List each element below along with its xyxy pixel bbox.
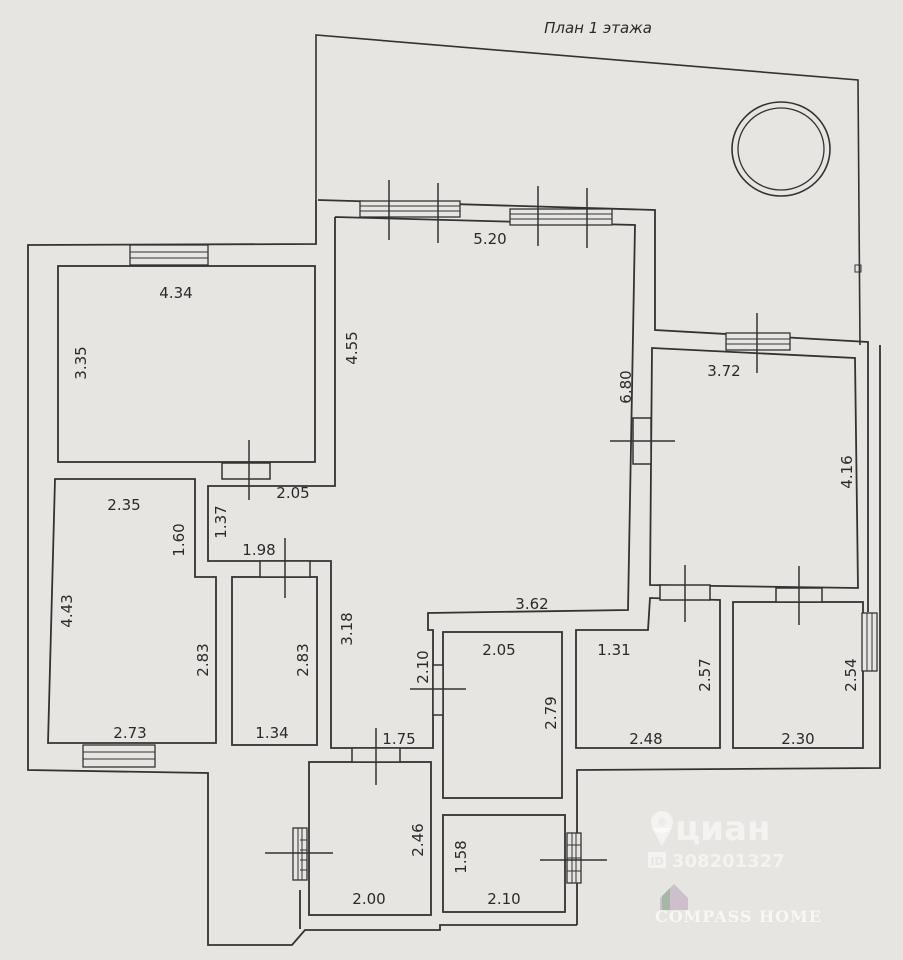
dim-label: 3.62	[515, 595, 548, 613]
dim-label: 2.05	[482, 641, 515, 659]
dim-label: 3.35	[72, 346, 90, 379]
dim-label: 1.98	[242, 541, 275, 559]
round-pool	[731, 101, 831, 197]
dim-label: 2.54	[842, 658, 860, 691]
dim-label: 2.10	[414, 650, 432, 683]
dim-label: 2.83	[194, 643, 212, 676]
dim-label: 2.00	[352, 890, 385, 908]
dim-label: 1.37	[212, 505, 230, 538]
terrace-outline	[315, 34, 861, 346]
dim-label: 2.46	[409, 823, 427, 856]
dim-label: 2.83	[294, 643, 312, 676]
terrace-marker	[854, 264, 862, 273]
watermark-agency: COMPASS HOME	[655, 907, 822, 926]
dim-label: 4.34	[159, 284, 192, 302]
dimension-labels: 5.20 4.34 3.35 4.55 6.80 3.72 4.16 2.35 …	[58, 230, 860, 908]
watermark: циан ID 308201327 COMPASS HOME	[648, 809, 822, 926]
dim-label: 3.18	[338, 612, 356, 645]
dim-label: 4.43	[58, 594, 76, 627]
dim-label: 1.31	[597, 641, 630, 659]
dim-label: 2.05	[276, 484, 309, 502]
dim-label: 2.30	[781, 730, 814, 748]
dim-label: 2.10	[487, 890, 520, 908]
dim-label: 2.48	[629, 730, 662, 748]
house-logo-icon	[660, 884, 688, 910]
dim-label: 2.79	[542, 696, 560, 729]
window-glazing-lines	[83, 205, 873, 883]
dim-label: 1.75	[382, 730, 415, 748]
watermark-brand: циан	[675, 809, 770, 849]
dim-label: 2.57	[696, 658, 714, 691]
plan-title: План 1 этажа	[544, 19, 652, 37]
dim-label: 1.58	[452, 840, 470, 873]
map-pin-icon	[651, 811, 673, 846]
dim-label: 1.60	[170, 523, 188, 556]
dim-label: 1.34	[255, 724, 288, 742]
dim-label: 4.16	[838, 455, 856, 488]
svg-text:ID: ID	[650, 855, 663, 868]
watermark-listing-id: 308201327	[672, 851, 785, 872]
dim-label: 2.73	[113, 724, 146, 742]
id-icon: ID	[648, 852, 666, 868]
dim-label: 6.80	[617, 370, 635, 403]
dim-label: 2.35	[107, 496, 140, 514]
dim-label: 3.72	[707, 362, 740, 380]
dim-label: 5.20	[473, 230, 506, 248]
dim-label: 4.55	[343, 331, 361, 364]
door-marks	[221, 180, 823, 861]
